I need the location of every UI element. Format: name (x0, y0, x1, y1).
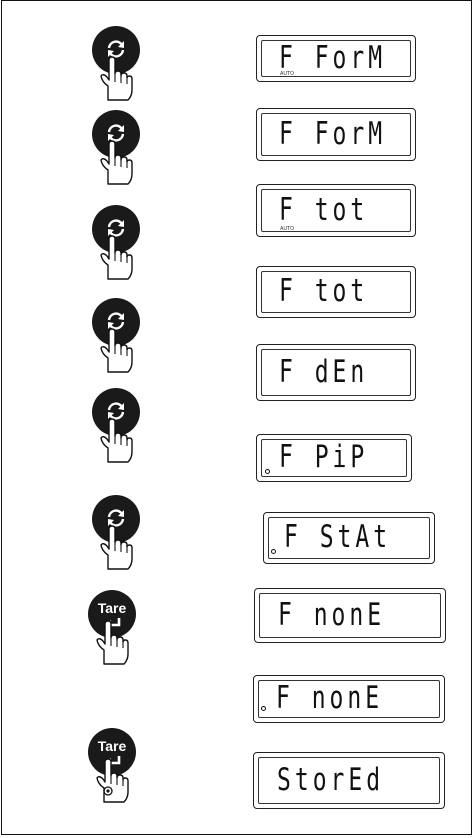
display-form: F ForM (256, 108, 416, 161)
display-text: F PiP (279, 439, 369, 475)
display-text: F ForM (279, 116, 387, 152)
menu-key (92, 110, 140, 158)
display-none-selected: F nonE (253, 675, 445, 723)
cycle-arrows-icon (107, 402, 125, 420)
cycle-arrows-icon (107, 40, 125, 58)
display-pip: F PiP (256, 434, 412, 482)
pressing-hand-icon (98, 328, 134, 374)
display-text: F dEn (279, 354, 369, 390)
display-text: StorEd (277, 762, 385, 798)
menu-key (92, 26, 140, 74)
tare-key-label: Tare (97, 600, 127, 616)
display-auto-indicator: AUTO (280, 226, 295, 232)
display-text: F ForM (279, 40, 387, 76)
cycle-arrows-icon (107, 219, 125, 237)
tare-key: Tare (88, 728, 136, 776)
display-text: F nonE (278, 597, 386, 633)
display-text: F StAt (284, 519, 392, 555)
pressing-hand-icon (98, 525, 134, 571)
display-none: F nonE (254, 588, 446, 643)
cycle-arrows-icon (107, 312, 125, 330)
menu-key (92, 298, 140, 346)
tare-key: Tare (88, 590, 136, 638)
menu-key (92, 495, 140, 543)
pressing-hand-icon (94, 758, 130, 804)
pressing-hand-icon (98, 418, 134, 464)
display-auto-indicator: AUTO (280, 71, 295, 77)
display-form-auto: F ForM AUTO (256, 35, 416, 82)
menu-key (92, 388, 140, 436)
pressing-hand-icon (98, 235, 134, 281)
pressing-hand-icon (94, 620, 130, 666)
display-den: F dEn (256, 344, 416, 401)
pressing-hand-icon (98, 140, 134, 186)
display-tot-auto: F tot AUTO (256, 184, 416, 237)
pressing-hand-icon (98, 56, 134, 102)
cycle-arrows-icon (107, 509, 125, 527)
display-dot-indicator (271, 549, 276, 554)
display-stat: F StAt (263, 512, 435, 564)
display-text: F tot (279, 273, 369, 309)
display-stored: StorEd (253, 752, 445, 809)
display-dot-indicator (265, 469, 270, 474)
menu-key (92, 205, 140, 253)
display-text: F nonE (276, 680, 384, 716)
display-dot-indicator (261, 706, 266, 711)
tare-key-label: Tare (97, 738, 127, 754)
display-tot: F tot (256, 266, 416, 318)
cycle-arrows-icon (107, 124, 125, 142)
display-text: F tot (279, 192, 369, 228)
